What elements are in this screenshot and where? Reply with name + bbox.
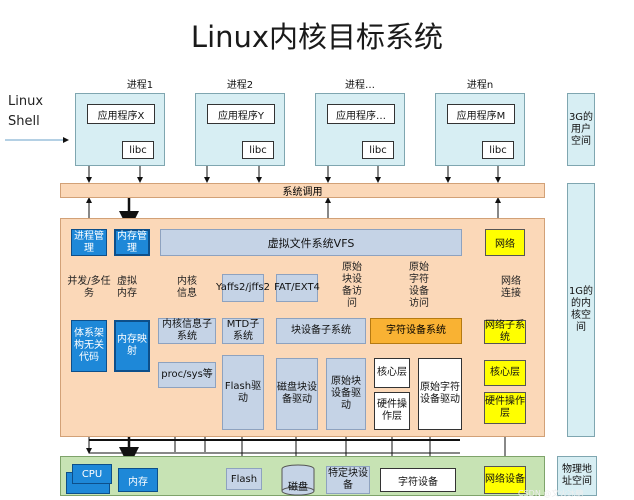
process-2-libc: libc <box>242 141 274 159</box>
net-core-layer: 核心层 <box>484 360 526 386</box>
net-subsystem: 网络子系统 <box>484 320 526 344</box>
process-n-label: 进程n <box>466 80 494 91</box>
net-connection-label: 网络连接 <box>501 276 521 299</box>
raw-char-access-label: 原始字符设备访问 <box>409 262 429 309</box>
char-core-layer: 核心层 <box>374 358 410 388</box>
disk-hw-label: 磁盘 <box>288 481 308 493</box>
kernel-info-label: 内核信息 <box>177 276 197 299</box>
disk-icon <box>281 464 315 496</box>
net-hw-layer: 硬件操作层 <box>484 392 526 424</box>
virtual-memory-label: 虚拟内存 <box>117 276 137 299</box>
linux-shell-label: Linux Shell <box>8 92 58 132</box>
kernel-space-panel: 1G的的内核空间 <box>567 183 595 437</box>
process-2-label: 进程2 <box>226 80 254 91</box>
process-1-app: 应用程序X <box>87 104 155 124</box>
net-device-hw-box: 网络设备 <box>484 466 526 494</box>
fat-box: FAT/EXT4 <box>274 274 320 302</box>
char-hw-layer: 硬件操作层 <box>374 392 410 430</box>
watermark: CSDN @文火冰糖 <box>518 489 584 498</box>
mtd-subsystem: MTD子系统 <box>222 318 264 344</box>
flash-hw-box: Flash <box>226 468 262 490</box>
raw-block-driver-box: 原始块设备驱动 <box>326 358 366 430</box>
raw-char-driver-box: 原始字符设备驱动 <box>418 358 462 430</box>
process-mgmt-box: 进程管理 <box>71 229 107 256</box>
process-n-libc: libc <box>482 141 514 159</box>
memory-hw-box: 内存 <box>118 468 158 492</box>
yaffs-box: Yaffs2/jffs2 <box>216 274 270 302</box>
arch-independent-box: 体系架构无关代码 <box>71 320 107 372</box>
disk-driver-box: 磁盘块设备驱动 <box>276 358 318 430</box>
process-n-app: 应用程序M <box>447 104 515 124</box>
process-1-libc: libc <box>122 141 154 159</box>
user-space-panel: 3G的用户空间 <box>567 93 595 166</box>
cpu-box: CPU <box>72 464 112 484</box>
procsys-box: proc/sys等 <box>158 362 216 388</box>
page-title: Linux内核目标系统 <box>190 20 444 54</box>
flash-driver-box: Flash驱动 <box>222 355 264 430</box>
block-subsystem: 块设备子系统 <box>276 318 366 344</box>
memory-map-box: 内存映射 <box>114 320 150 372</box>
special-block-device-box: 特定块设备 <box>326 466 370 494</box>
concurrency-label: 并发/多任务 <box>67 276 111 299</box>
network-box: 网络 <box>485 229 525 256</box>
memory-mgmt-box: 内存管理 <box>114 229 150 256</box>
process-etc-libc: libc <box>362 141 394 159</box>
physical-space-panel: 物理地址空间 <box>557 456 597 496</box>
kernel-info-subsystem: 内核信息子系统 <box>158 318 216 344</box>
process-etc-label: 进程… <box>345 80 375 91</box>
shell-line-2: Shell <box>8 114 40 129</box>
process-etc-app: 应用程序… <box>327 104 395 124</box>
syscall-bar: 系统调用 <box>60 183 545 198</box>
shell-line-1: Linux <box>8 94 44 109</box>
vfs-box: 虚拟文件系统VFS <box>160 229 462 256</box>
process-2-app: 应用程序Y <box>207 104 275 124</box>
char-subsystem: 字符设备系统 <box>370 318 462 344</box>
char-device-hw-box: 字符设备 <box>380 468 456 492</box>
process-1-label: 进程1 <box>126 80 154 91</box>
raw-block-access-label: 原始块设备访问 <box>342 262 362 309</box>
